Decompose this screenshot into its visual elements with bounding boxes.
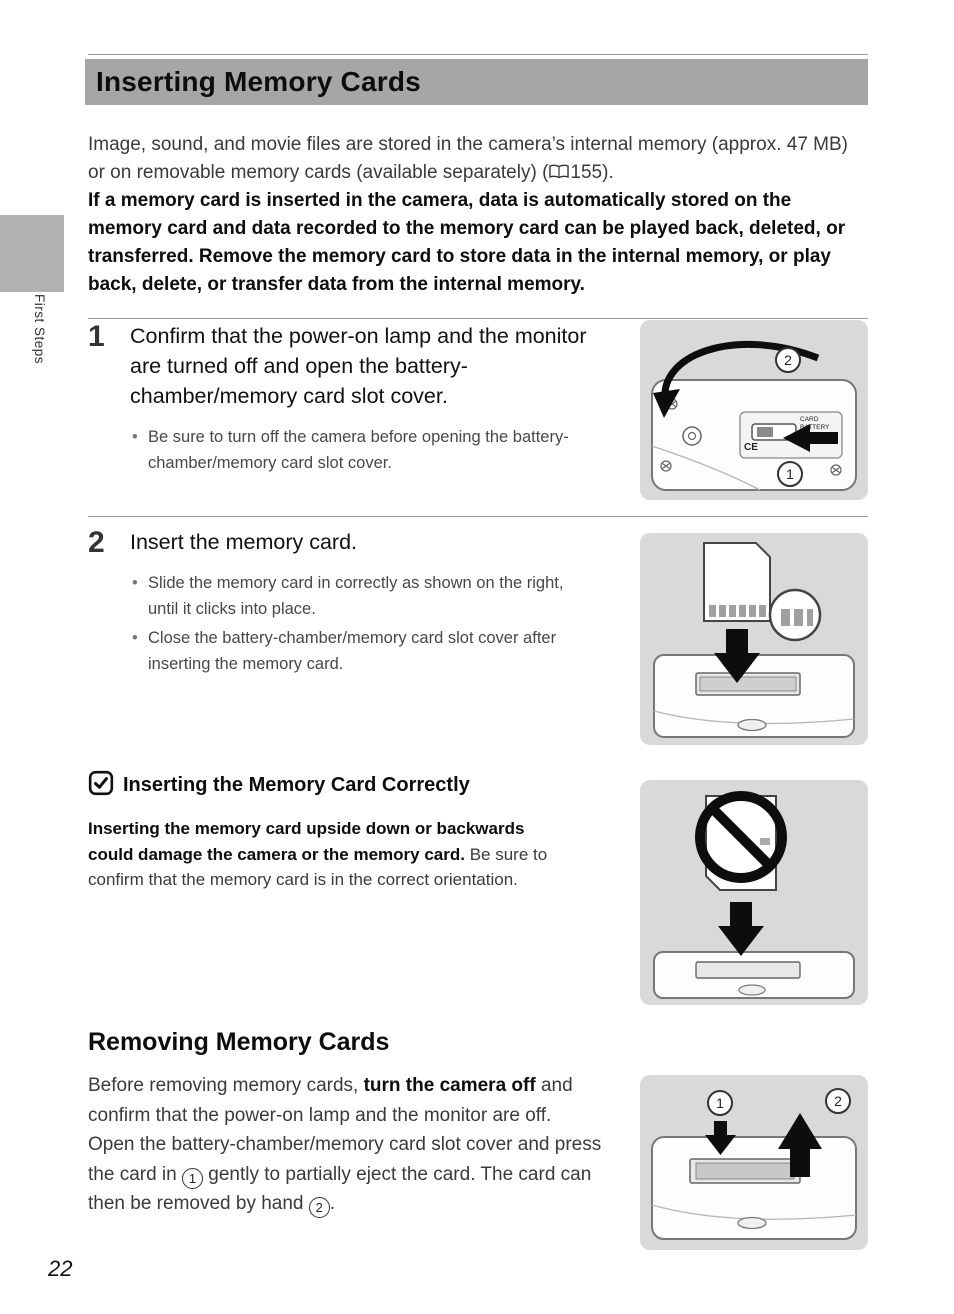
card-contacts [709,605,766,617]
removing-section: Removing Memory Cards Before removing me… [88,1028,633,1219]
insert-direction-arrow [714,629,760,683]
step-bullets: Slide the memory card in correctly as sh… [130,570,585,677]
svg-text:1: 1 [786,466,794,482]
removing-paragraph-1: Before removing memory cards, turn the c… [88,1071,613,1130]
note-normal-text: Be sure to confirm that the memory card … [88,844,548,890]
step-2: 2 Insert the memory card. Slide the memo… [88,527,633,680]
detail-magnifier [768,588,822,642]
open-cover-illustration: CARD BATTERY CE 2 1 [651,340,857,491]
removing-paragraph-2: Open the battery-chamber/memory card slo… [88,1130,613,1219]
removing-text: Before removing memory cards, [88,1075,364,1096]
ejected-card [695,1162,795,1180]
removing-text: Open the battery-chamber/memory card slo… [88,1134,602,1185]
page-number: 22 [48,1256,73,1281]
intro-paragraph: Image, sound, and movie files are stored… [88,131,870,299]
figure-wrong-orientation [640,780,868,1005]
note-section: Inserting the Memory Card Correctly Inse… [88,770,633,893]
page-title-bar: Inserting Memory Cards [85,59,868,105]
bullet-item: Be sure to turn off the camera before op… [130,424,585,476]
note-header: Inserting the Memory Card Correctly [88,770,633,801]
step-number: 2 [88,526,105,559]
eject-direction-arrow [778,1113,822,1177]
svg-text:2: 2 [834,1093,842,1109]
svg-text:2: 2 [784,352,792,368]
camera-slot [651,1136,857,1240]
wrong-orientation-illustration [653,791,855,999]
step-body: Confirm that the power-on lamp and the m… [130,321,633,479]
note-bold-text: Inserting the memory card upside down or… [88,819,525,864]
step-bullets: Be sure to turn off the camera before op… [130,424,585,476]
cover-latch [738,984,766,996]
memory-card [703,542,771,622]
insert-card-illustration [653,542,855,738]
removing-text: . [329,1193,336,1214]
step-marker-1: 1 [707,1090,733,1116]
card-label: CARD [800,416,819,423]
battery-label: BATTERY [800,424,830,431]
bullet-item: Close the battery-chamber/memory card sl… [130,625,585,677]
step-marker-1: 1 [777,461,803,487]
ce-mark: CE [744,442,758,453]
note-title: Inserting the Memory Card Correctly [123,774,470,796]
figure-remove-card: 1 2 [640,1075,868,1250]
step-1: 1 Confirm that the power-on lamp and the… [88,321,633,479]
bullet-item: Slide the memory card in correctly as sh… [130,570,585,622]
note-check-icon [88,770,114,801]
press-direction-arrow [705,1121,736,1155]
camera-bottom: CARD BATTERY CE [651,379,857,491]
slide-direction-arrow [783,424,838,452]
step-heading: Confirm that the power-on lamp and the m… [130,324,587,408]
page-reference-number: 155 [570,162,603,183]
cover-latch [737,1216,767,1230]
step-marker-2: 2 [825,1088,851,1114]
removing-text: and confirm that the power-on lamp and t… [88,1075,573,1126]
step-marker-2: 2 [775,347,801,373]
page-reference: 155 [548,162,602,183]
removing-text: gently to partially eject the card. The … [88,1163,592,1215]
svg-text:1: 1 [716,1095,724,1111]
inline-step-marker-1: 1 [182,1167,203,1189]
prohibition-icon [695,791,787,883]
insert-direction-arrow [718,902,764,956]
divider [88,318,868,319]
open-direction-arrow-head [653,389,680,418]
intro-text-end: ). [602,162,614,183]
chapter-tab [0,215,64,292]
remove-card-illustration: 1 2 [651,1088,857,1240]
inline-step-marker-2: 2 [308,1197,330,1218]
figure-open-cover: CARD BATTERY CE 2 1 [640,320,868,500]
removing-bold-text: turn the camera off [363,1075,536,1096]
camera-slot [653,654,855,738]
page-reference-icon [549,164,570,179]
figure-insert-card [640,533,868,745]
tripod-socket [682,426,702,446]
intro-bold-text: If a memory card is inserted in the came… [88,190,846,295]
step-number: 1 [88,320,105,353]
removing-title: Removing Memory Cards [88,1028,390,1056]
chapter-label: First Steps [32,294,47,365]
note-body: Inserting the memory card upside down or… [88,816,573,893]
divider [88,516,868,517]
cover-latch [737,718,767,732]
page-title: Inserting Memory Cards [96,66,421,97]
intro-text: Image, sound, and movie files are stored… [88,134,848,183]
step-heading: Insert the memory card. [130,530,358,554]
step-body: Insert the memory card. Slide the memory… [130,527,633,680]
camera-slot [653,951,855,999]
top-rule [88,54,868,55]
